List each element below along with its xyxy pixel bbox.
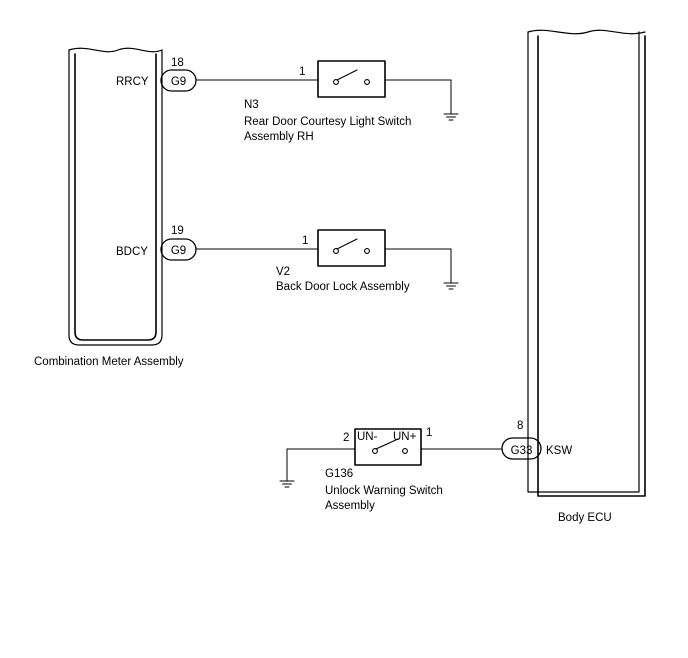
body-ecu-name: Body ECU — [558, 512, 612, 524]
switch-v2-code: V2 — [276, 266, 290, 278]
connector-label-g33: G33 — [511, 445, 533, 457]
switch-g136-pin-right: 1 — [426, 427, 432, 439]
switch-n3 — [317, 60, 386, 98]
switch-g136 — [354, 428, 422, 466]
terminal-ksw: KSW — [546, 445, 572, 457]
switch-g136-label-un-plus: UN+ — [393, 431, 417, 443]
ecu-pin-number-8: 8 — [517, 420, 523, 432]
diagram-labels: 18 RRCY G9 1 N3 Rear Door Courtesy Light… — [34, 57, 612, 524]
switch-g136-name-line1: Unlock Warning Switch — [325, 485, 443, 497]
switch-g136-name-line2: Assembly — [325, 500, 375, 512]
wire-bdcy-circuit — [195, 248, 459, 290]
switch-n3-name-line1: Rear Door Courtesy Light Switch — [244, 116, 411, 128]
wire-ksw-circuit — [279, 448, 503, 488]
switch-n3-code: N3 — [244, 99, 259, 111]
switch-v2 — [317, 229, 386, 267]
switch-g136-label-un-minus: UN- — [357, 431, 378, 443]
connector-label-g9-rrcy: G9 — [171, 76, 186, 88]
pin-number-18: 18 — [171, 57, 184, 69]
body-ecu-body — [527, 29, 646, 497]
combination-meter-body — [68, 47, 163, 346]
switch-g136-code: G136 — [325, 468, 353, 480]
switch-n3-pin: 1 — [299, 66, 305, 78]
wire-rrcy-circuit — [195, 79, 459, 121]
terminal-bdcy: BDCY — [116, 246, 148, 258]
terminal-rrcy: RRCY — [116, 76, 149, 88]
switch-g136-pin-left: 2 — [343, 432, 349, 444]
switch-v2-name-line1: Back Door Lock Assembly — [276, 281, 410, 293]
switch-n3-name-line2: Assembly RH — [244, 131, 314, 143]
combination-meter-name: Combination Meter Assembly — [34, 356, 184, 368]
connector-label-g9-bdcy: G9 — [171, 245, 186, 257]
pin-number-19: 19 — [171, 225, 184, 237]
switch-v2-pin: 1 — [302, 235, 308, 247]
